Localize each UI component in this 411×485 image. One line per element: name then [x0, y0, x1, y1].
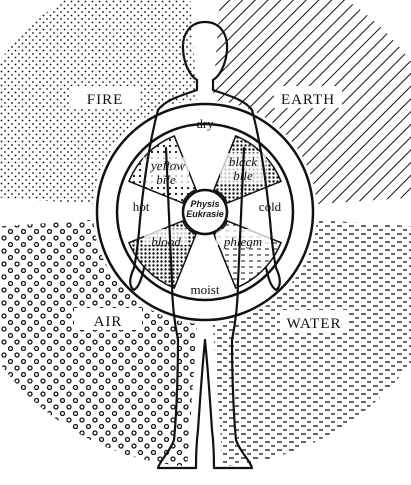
element-sector-water: [212, 219, 411, 467]
element-label-backdrop: [71, 86, 139, 108]
humor-label-backdrop: [144, 229, 188, 245]
quality-label-cold: cold: [259, 199, 282, 214]
quality-label-moist: moist: [191, 282, 220, 297]
element-label-backdrop: [280, 310, 348, 332]
element-label-air: AIR: [94, 314, 123, 330]
quality-label-dry: dry: [196, 116, 214, 131]
humor-label-black-bile-2: bile: [233, 168, 253, 183]
humor-label-yellow-bile-2: bile: [156, 172, 176, 187]
labels: FIRE EARTH AIR WATER dry hot cold moist …: [87, 92, 342, 332]
humor-label-phlegm: phlegm: [223, 234, 262, 249]
humor-label-yellow-bile-1: yellow: [149, 158, 185, 173]
quality-label-hot: hot: [133, 199, 150, 214]
element-label-water: WATER: [287, 316, 342, 332]
element-label-backdrop: [74, 308, 142, 330]
center-label-eukrasie: Eukrasie: [186, 209, 224, 219]
center-label-physis: Physis: [190, 199, 219, 209]
humor-label-blood: blood: [151, 234, 181, 249]
human-figure: [129, 20, 281, 470]
center-circle: [181, 188, 229, 236]
element-sector-air: [0, 219, 198, 467]
humor-label-backdrop: [216, 229, 270, 245]
element-label-backdrop: [274, 86, 342, 108]
element-label-fire: FIRE: [87, 92, 124, 108]
element-sectors: [0, 0, 411, 467]
humor-label-black-bile-1: black: [229, 154, 257, 169]
element-label-earth: EARTH: [281, 92, 335, 108]
